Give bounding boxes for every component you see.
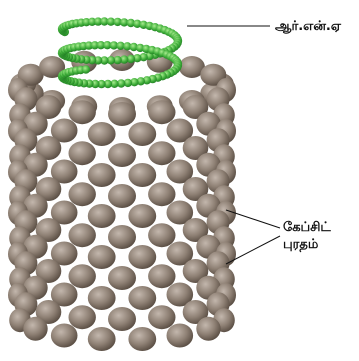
capsid-subunit <box>23 317 47 341</box>
capsid-subunit <box>148 264 175 288</box>
capsid-protein-label: கேப்சிட் புரதம் <box>283 219 331 253</box>
rna-nucleotide <box>82 65 90 73</box>
capsid-subunit <box>69 305 96 329</box>
capsid-subunit <box>148 100 175 124</box>
capsid-subunit <box>69 100 96 124</box>
capsid-subunit <box>69 182 96 206</box>
capsid-subunit <box>148 141 175 165</box>
capsid-subunit <box>108 307 136 331</box>
capsid-subunit <box>108 225 136 249</box>
capsid-subunit <box>108 143 136 167</box>
capsid-label-line2: புரதம் <box>283 236 331 253</box>
capsid-subunit <box>148 305 175 329</box>
capsid-subunit <box>196 317 220 341</box>
capsid-subunit <box>128 327 156 351</box>
capsid-subunit <box>128 245 156 269</box>
capsid-subunit <box>108 102 136 126</box>
capsid-subunit <box>148 182 175 206</box>
capsid-subunit <box>108 184 136 208</box>
capsid-subunit <box>128 122 156 146</box>
capsid-subunit <box>128 204 156 228</box>
capsid-subunit <box>88 245 116 269</box>
capsid-subunit <box>69 264 96 288</box>
capsid-subunit <box>108 266 136 290</box>
capsid-subunit <box>69 141 96 165</box>
capsid-subunit <box>128 163 156 187</box>
capsid-subunit <box>69 223 96 247</box>
capsid-subunit <box>88 204 116 228</box>
capsid-subunit <box>88 163 116 187</box>
capsid-subunit <box>88 286 116 310</box>
capsid-subunit <box>88 327 116 351</box>
capsid-subunit <box>51 324 78 348</box>
capsid-subunit <box>148 223 175 247</box>
capsid-subunit <box>88 122 116 146</box>
capsid-label-line1: கேப்சிட் <box>283 219 331 236</box>
rna-label: ஆர்.என்.ஏ <box>275 18 341 35</box>
capsid-subunit <box>128 286 156 310</box>
capsid-protein-cylinder <box>8 49 236 351</box>
capsid-subunit <box>167 324 194 348</box>
